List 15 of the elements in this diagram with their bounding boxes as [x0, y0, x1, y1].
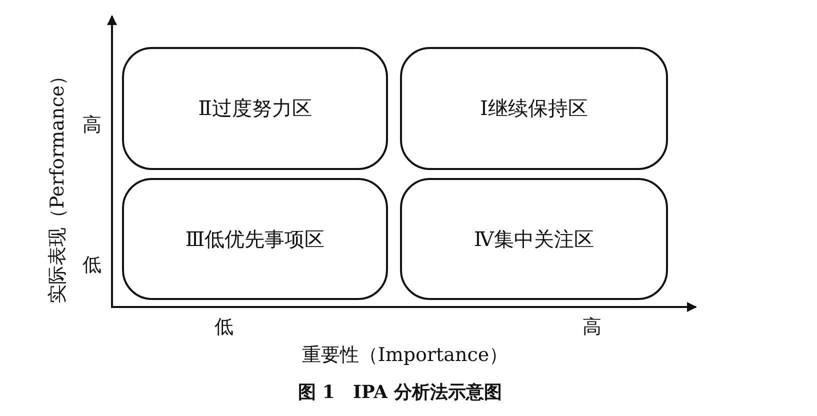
quadrant-label: Ⅳ集中关注区: [474, 226, 594, 252]
axis-tick-label: 低: [82, 253, 102, 278]
axis-tick-label: 高: [582, 315, 602, 340]
quadrant-label: Ⅱ过度努力区: [198, 95, 312, 122]
quadrant-label: Ⅲ低优先事项区: [185, 226, 325, 252]
axis-tick-label: 低: [214, 315, 234, 340]
quadrant-box: [122, 47, 388, 170]
quadrant-box: [122, 178, 388, 300]
axis-title: 实际表现（Performance）: [46, 66, 70, 304]
quadrant-label: Ⅰ继续保持区: [480, 95, 588, 122]
axis-tick-label: 高: [82, 113, 102, 138]
quadrant-box: [400, 47, 668, 170]
axis-title: 重要性（Importance）: [302, 343, 508, 368]
figure-caption: 图 1 IPA 分析法示意图: [298, 381, 502, 404]
quadrant-box: [400, 178, 668, 300]
